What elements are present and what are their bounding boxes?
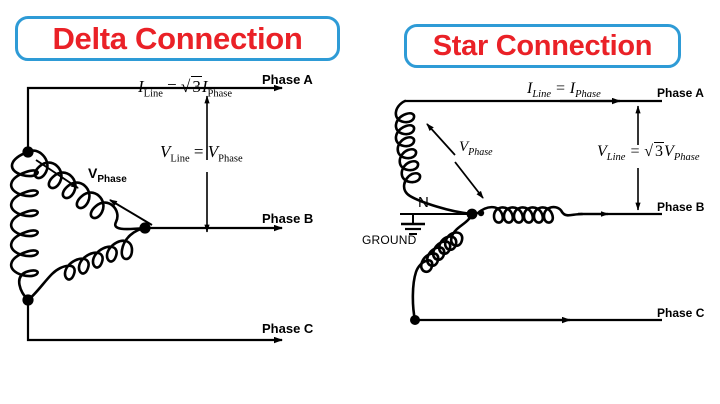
star-voltage-formula: VLine = √3VPhase: [597, 142, 700, 164]
delta-phase-c-conductor: [26, 300, 283, 344]
delta-node-a: [22, 146, 34, 158]
star-winding-phase-a: [394, 99, 474, 216]
delta-title-text: Delta Connection: [52, 20, 303, 56]
star-phase-c-node: [410, 315, 420, 325]
delta-title-box: Delta Connection: [15, 16, 340, 61]
delta-voltage-formula: VLine = VPhase: [160, 142, 243, 165]
star-current-formula: ILine = IPhase: [527, 80, 601, 101]
star-vphase-arrow-up: [426, 123, 456, 156]
star-title-box: Star Connection: [404, 24, 681, 68]
star-neutral-tap-dot: [477, 209, 485, 217]
delta-phase-b-label: Phase B: [262, 211, 314, 226]
star-phase-b-label: Phase B: [657, 200, 705, 214]
star-ground-label: GROUND: [362, 233, 417, 247]
star-vphase-arrow-down: [454, 161, 484, 199]
delta-node-b: [139, 222, 151, 234]
delta-phase-a-label: Phase A: [262, 72, 313, 87]
star-winding-label: VPhase: [459, 139, 493, 158]
star-circuit: [394, 97, 662, 325]
delta-phase-a-conductor: [26, 84, 283, 152]
delta-node-c: [22, 294, 34, 306]
delta-circuit: [9, 84, 283, 344]
star-neutral-label: N: [418, 194, 429, 211]
delta-vphase-arrow-up: [109, 199, 153, 226]
star-phase-c-label: Phase C: [657, 306, 705, 320]
delta-phase-c-label: Phase C: [262, 321, 314, 336]
star-winding-phase-b: [476, 205, 584, 224]
delta-vphase-arrow-down: [35, 159, 79, 189]
delta-winding-left: [9, 150, 39, 302]
delta-winding-lower-right: [26, 226, 147, 302]
star-phase-a-label: Phase A: [657, 86, 704, 100]
delta-current-formula: ILine = √3IPhase: [138, 76, 233, 100]
delta-winding-upper-right: [26, 149, 147, 231]
ground-icon: [401, 214, 425, 235]
delta-winding-label: VPhase: [88, 165, 127, 185]
star-winding-phase-c: [411, 212, 474, 322]
star-title-text: Star Connection: [432, 29, 653, 62]
